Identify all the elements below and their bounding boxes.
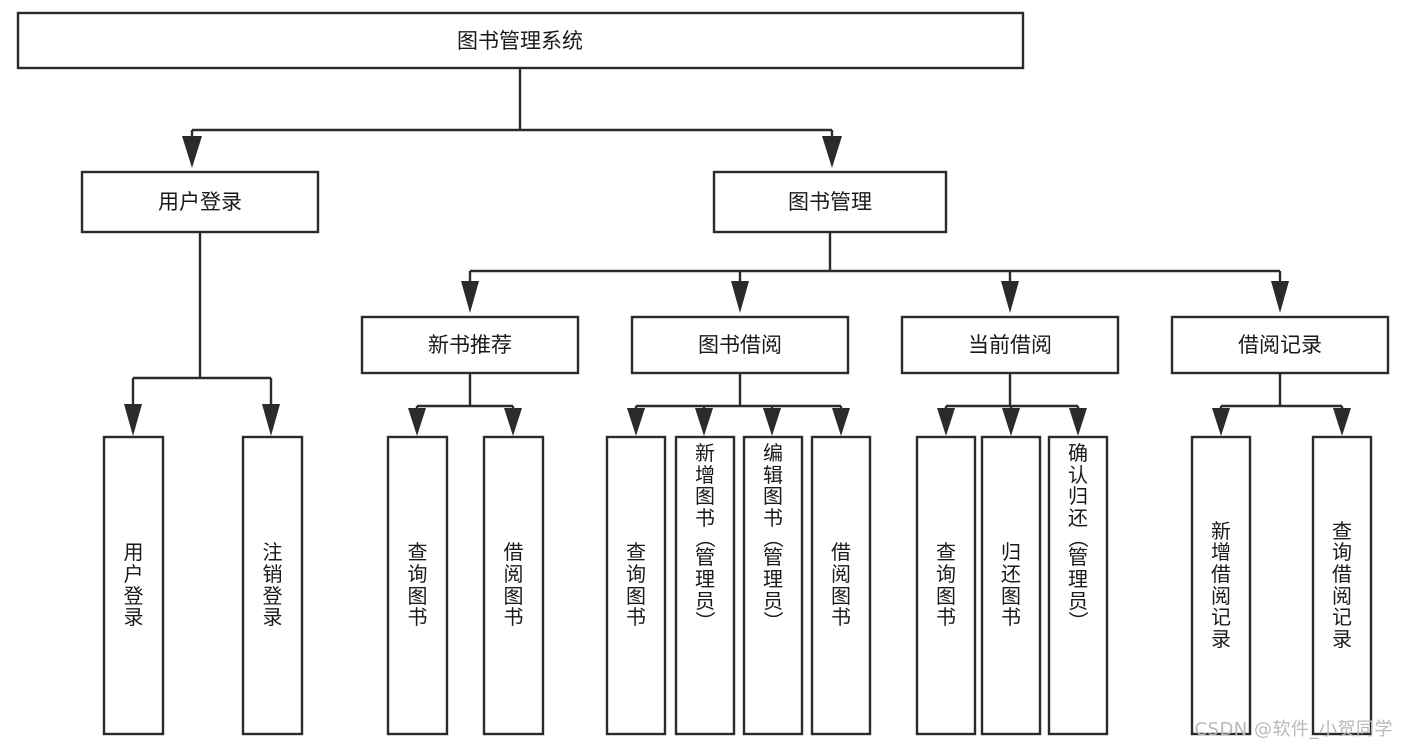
leaf-box-br-query-record[interactable] bbox=[1311, 435, 1373, 736]
node-current-borrow[interactable]: 当前借阅 bbox=[900, 315, 1120, 375]
arrow-head-icon-nbr-1 bbox=[408, 408, 426, 436]
node-borrow-record-box[interactable] bbox=[1170, 315, 1390, 375]
node-root-system-box[interactable] bbox=[16, 11, 1025, 70]
arrow-head-icon-l3-1 bbox=[461, 281, 479, 313]
node-current-borrow-label: 当前借阅 bbox=[968, 333, 1052, 357]
leaf-box-nbr-borrow-book[interactable] bbox=[482, 435, 545, 736]
arrow-head-icon-bb-3 bbox=[763, 408, 781, 436]
arrow-head-icon-br-2 bbox=[1333, 408, 1351, 436]
node-book-management-box[interactable] bbox=[712, 170, 948, 234]
node-current-borrow-box[interactable] bbox=[900, 315, 1120, 375]
node-book-borrow[interactable]: 图书借阅 bbox=[630, 315, 850, 375]
arrow-head-icon-l3-2 bbox=[731, 281, 749, 313]
leaf-box-cb-confirm-return[interactable] bbox=[1047, 435, 1109, 736]
node-borrow-record-label: 借阅记录 bbox=[1238, 333, 1322, 357]
node-user-login-label: 用户登录 bbox=[158, 190, 242, 214]
arrow-head-icon-nbr-2 bbox=[504, 408, 522, 436]
node-book-borrow-label: 图书借阅 bbox=[698, 333, 782, 357]
node-book-management[interactable]: 图书管理 bbox=[712, 170, 948, 234]
leaf-box-user-login[interactable] bbox=[102, 435, 165, 736]
leaf-box-bb-edit-book[interactable] bbox=[742, 435, 804, 736]
arrow-head-icon-cb-1 bbox=[937, 408, 955, 436]
leaf-box-bb-borrow-book[interactable] bbox=[810, 435, 872, 736]
arrow-head-icon-bb-1 bbox=[627, 408, 645, 436]
node-book-borrow-box[interactable] bbox=[630, 315, 850, 375]
leaf-box-nbr-query-book[interactable] bbox=[386, 435, 449, 736]
leaf-box-br-add-record[interactable] bbox=[1190, 435, 1252, 736]
leaf-box-cb-return-book[interactable] bbox=[980, 435, 1042, 736]
node-borrow-record[interactable]: 借阅记录 bbox=[1170, 315, 1390, 375]
node-root-system-label: 图书管理系统 bbox=[457, 29, 583, 53]
arrow-head-icon-cb-3 bbox=[1069, 408, 1087, 436]
arrow-head-icon-level2-2 bbox=[822, 136, 842, 168]
node-new-book-recommend-box[interactable] bbox=[360, 315, 580, 375]
node-user-login[interactable]: 用户登录 bbox=[80, 170, 320, 234]
arrow-head-icon-ul-1 bbox=[124, 404, 142, 436]
arrow-head-icon-bb-2 bbox=[695, 408, 713, 436]
arrow-head-icon-l3-4 bbox=[1271, 281, 1289, 313]
arrow-head-icon-br-1 bbox=[1212, 408, 1230, 436]
leaf-box-bb-query-book[interactable] bbox=[605, 435, 667, 736]
leaf-box-bb-add-book[interactable] bbox=[674, 435, 736, 736]
leaf-box-cb-query-book[interactable] bbox=[915, 435, 977, 736]
leaf-box-logout[interactable] bbox=[241, 435, 304, 736]
arrow-head-icon-level2-1 bbox=[182, 136, 202, 168]
node-new-book-recommend[interactable]: 新书推荐 bbox=[360, 315, 580, 375]
node-book-management-label: 图书管理 bbox=[788, 190, 872, 214]
node-new-book-recommend-label: 新书推荐 bbox=[428, 333, 512, 357]
arrow-head-icon-bb-4 bbox=[832, 408, 850, 436]
node-root-system[interactable]: 图书管理系统 bbox=[16, 11, 1025, 70]
arrow-head-icon-ul-2 bbox=[262, 404, 280, 436]
arrow-head-icon-l3-3 bbox=[1001, 281, 1019, 313]
arrow-head-icon-cb-2 bbox=[1002, 408, 1020, 436]
